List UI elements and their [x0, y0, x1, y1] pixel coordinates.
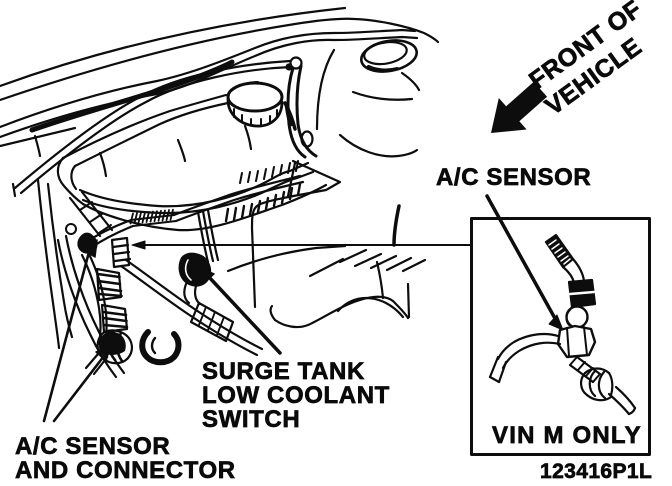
svg-text:SURGE TANK: SURGE TANK	[202, 358, 365, 385]
svg-text:123416P1L: 123416P1L	[540, 460, 652, 483]
svg-text:SWITCH: SWITCH	[202, 406, 300, 433]
svg-text:A/C SENSOR: A/C SENSOR	[436, 164, 591, 191]
svg-text:LOW COOLANT: LOW COOLANT	[202, 382, 390, 409]
svg-text:AND CONNECTOR: AND CONNECTOR	[15, 457, 236, 484]
svg-text:VIN M ONLY: VIN M ONLY	[492, 422, 642, 449]
svg-text:A/C SENSOR: A/C SENSOR	[15, 433, 170, 460]
